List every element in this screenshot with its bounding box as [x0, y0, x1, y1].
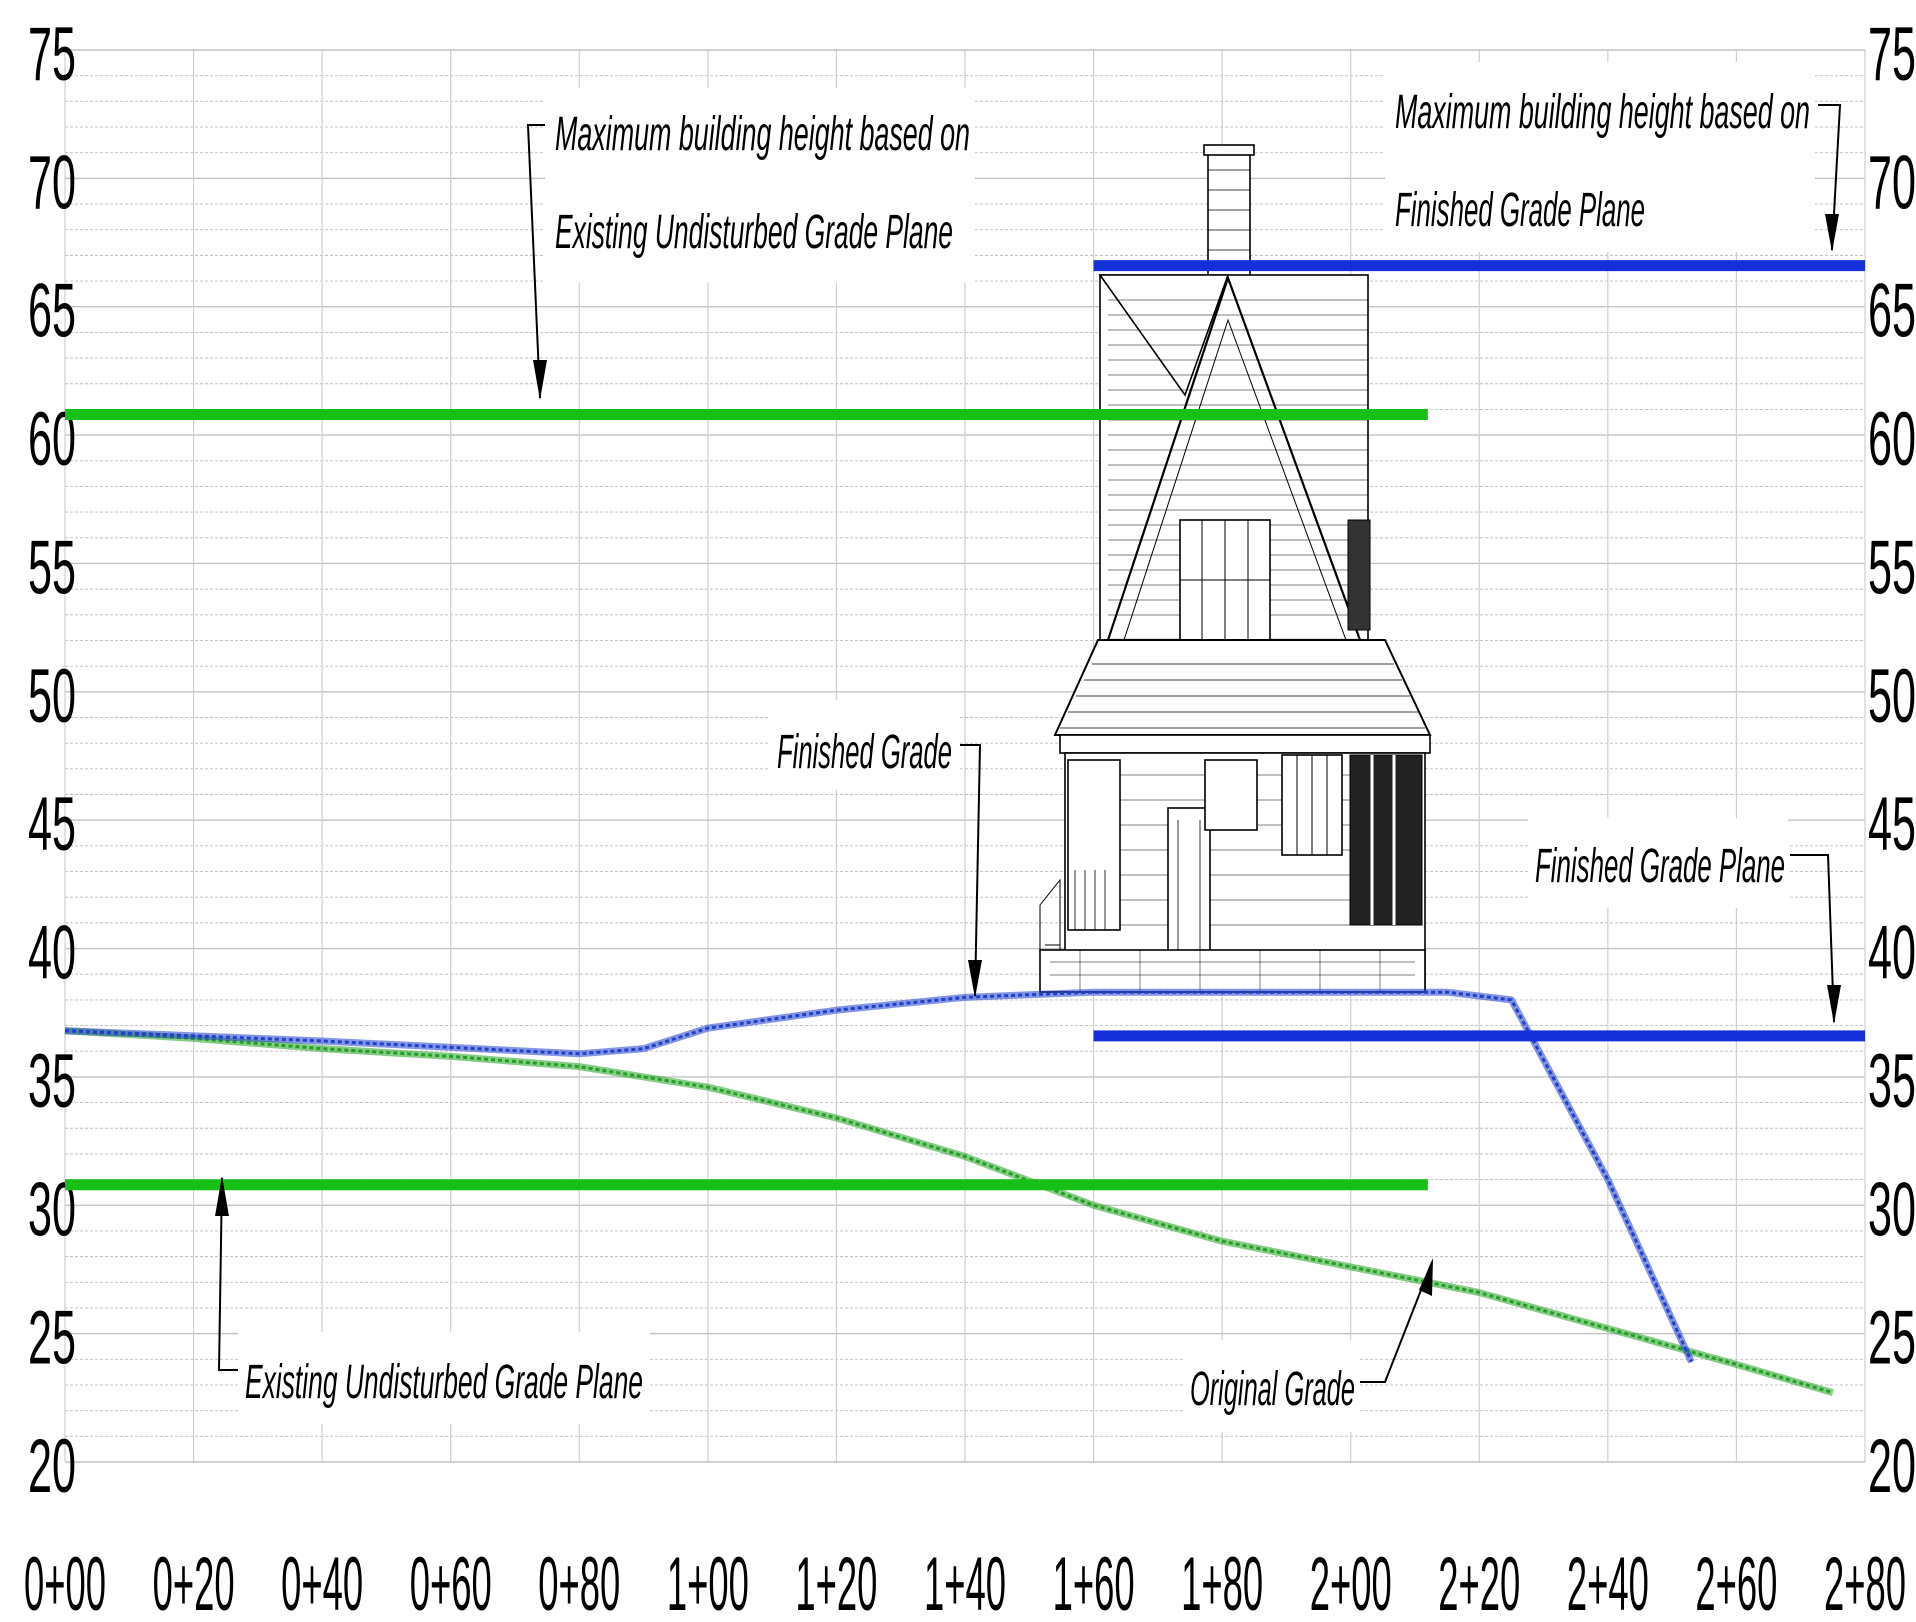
x-tick-label: 0+20: [153, 1542, 235, 1622]
gable-roof: [1098, 274, 1230, 397]
grade-series: [64, 988, 1834, 1397]
y-tick-label: 40: [1868, 911, 1916, 996]
y-tick-label: 75: [28, 12, 76, 97]
leader-lines: [215, 104, 1842, 1383]
y-tick-label: 60: [1868, 397, 1916, 482]
finished-grade-line: [64, 990, 1693, 1363]
x-tick-label: 1+00: [667, 1542, 749, 1622]
y-tick-label: 25: [1868, 1296, 1916, 1381]
leader-existing-plane: [217, 1177, 243, 1371]
arrowhead-original-grade: [1419, 1258, 1433, 1296]
left-porch: [1067, 759, 1121, 931]
x-tick-label: 1+20: [795, 1542, 877, 1622]
x-tick-label: 1+60: [1053, 1542, 1135, 1622]
label-max-finished-line2: Finished Grade Plane: [1395, 184, 1645, 237]
y-tick-label: 50: [28, 654, 76, 739]
y-tick-label: 20: [1868, 1424, 1916, 1509]
y-tick-label: 75: [1868, 12, 1916, 97]
chimney: [1207, 149, 1251, 299]
arrowhead-max-finished: [1825, 214, 1839, 252]
foundation: [1039, 949, 1426, 993]
x-tick-label: 2+40: [1567, 1542, 1649, 1622]
y-tick-label: 70: [28, 140, 76, 225]
label-max-existing: Maximum building height based on Existin…: [545, 88, 975, 283]
y-tick-label: 30: [1868, 1167, 1916, 1252]
leader-max-finished: [1818, 104, 1842, 251]
x-tick-label: 0+00: [24, 1542, 106, 1622]
y-tick-label: 35: [28, 1039, 76, 1124]
y-tick-label: 40: [28, 911, 76, 996]
label-existing-plane-text: Existing Undisturbed Grade Plane: [245, 1356, 643, 1409]
label-finished-grade-plane: Finished Grade Plane: [1528, 818, 1788, 908]
label-max-existing-line1: Maximum building height based on: [555, 108, 970, 161]
x-tick-label: 1+80: [1181, 1542, 1263, 1622]
label-original-grade-text: Original Grade: [1190, 1363, 1355, 1416]
reference-lines: [65, 260, 1865, 1191]
y-tick-label: 45: [28, 782, 76, 867]
porch-roof: [1053, 639, 1432, 736]
label-finished-grade: Finished Grade: [770, 700, 958, 790]
y-tick-label: 65: [1868, 269, 1916, 354]
chimney-hatch: [1208, 169, 1250, 271]
y-tick-label: 25: [28, 1296, 76, 1381]
y-tick-label: 55: [1868, 525, 1916, 610]
x-tick-label: 2+20: [1438, 1542, 1520, 1622]
label-existing-plane: Existing Undisturbed Grade Plane: [238, 1332, 650, 1424]
door-window: [1204, 759, 1258, 831]
label-max-finished-line1: Maximum building height based on: [1395, 86, 1810, 139]
x-tick-label: 2+00: [1310, 1542, 1392, 1622]
leader-max-existing: [526, 124, 549, 399]
leader-finished-grade: [960, 744, 982, 997]
label-max-existing-line2: Existing Undisturbed Grade Plane: [555, 206, 953, 259]
house-elevation-illustration: [1039, 144, 1432, 993]
label-finished-grade-text: Finished Grade: [777, 726, 952, 779]
x-tick-label: 1+40: [924, 1542, 1006, 1622]
x-tick-label: 2+80: [1824, 1542, 1906, 1622]
x-tick-label: 0+60: [410, 1542, 492, 1622]
label-finished-grade-plane-text: Finished Grade Plane: [1535, 840, 1785, 893]
right-porch-screen: [1349, 754, 1423, 926]
x-tick-label: 0+40: [281, 1542, 363, 1622]
x-axis: 0+00 0+20 0+40 0+60 0+80 1+00 1+20 1+40 1+60 1+80…: [24, 1542, 1906, 1622]
y-tick-label: 65: [28, 269, 76, 354]
y-tick-label: 50: [1868, 654, 1916, 739]
label-original-grade: Original Grade: [1185, 1340, 1360, 1432]
y-tick-label: 55: [28, 525, 76, 610]
x-tick-label: 0+80: [538, 1542, 620, 1622]
y-tick-label: 45: [1868, 782, 1916, 867]
label-max-finished: Maximum building height based on Finishe…: [1385, 62, 1815, 252]
arrowhead-existing-plane: [215, 1176, 229, 1216]
y-tick-label: 70: [1868, 140, 1916, 225]
y-tick-label: 20: [28, 1424, 76, 1509]
x-tick-label: 2+60: [1695, 1542, 1777, 1622]
arrowhead-max-existing: [533, 360, 547, 400]
leader-original-grade: [1360, 1261, 1433, 1383]
original-grade-line: [64, 1029, 1834, 1395]
arrowhead-finished-grade-plane: [1827, 985, 1841, 1024]
leader-finished-grade-plane: [1790, 854, 1835, 1023]
y-axis-right: 20 25 30 35 40 45 50 55 60 65 70 75: [1868, 12, 1916, 1509]
arrowhead-finished-grade: [968, 960, 982, 998]
y-tick-label: 35: [1868, 1039, 1916, 1124]
porch-body: [1059, 734, 1431, 754]
